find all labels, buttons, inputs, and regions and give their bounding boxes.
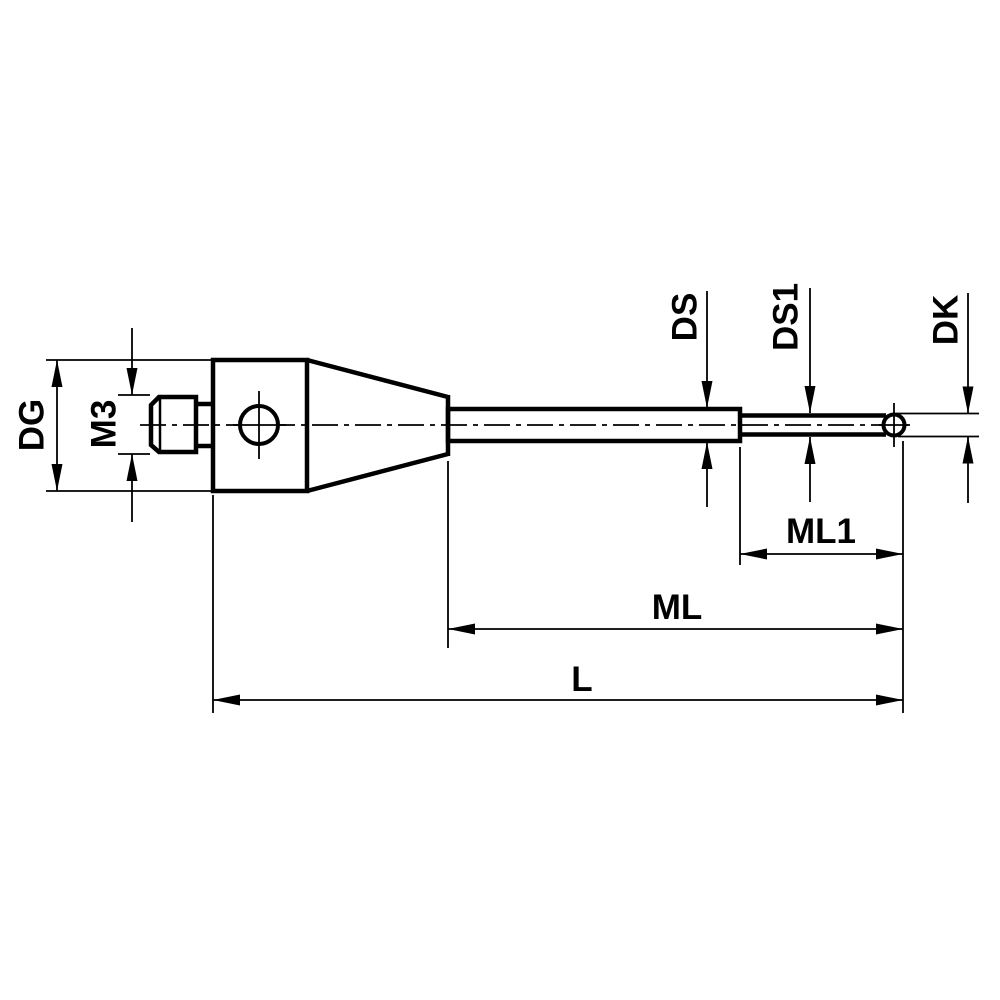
holder-body	[210, 357, 310, 494]
dk-label: DK	[927, 295, 966, 346]
dimension-ds1: DS1	[767, 283, 816, 502]
ml-arrow-left	[448, 623, 475, 635]
dimension-m3: M3	[85, 328, 150, 522]
dimension-ml: ML	[447, 461, 903, 648]
dimension-l: L	[212, 441, 904, 713]
ml1-arrow-right	[876, 548, 903, 560]
ds1-label: DS1	[767, 283, 806, 351]
ds-arrow-down	[701, 381, 713, 408]
ml-label: ML	[652, 588, 703, 627]
l-arrow-left	[213, 694, 240, 706]
dimension-dg: DG	[13, 359, 212, 492]
dk-arrow-down	[962, 386, 974, 414]
ml1-label: ML1	[786, 512, 856, 551]
ds1-arrow-up	[804, 437, 816, 464]
dimension-dk: DK	[896, 293, 979, 503]
dimension-ml1: ML1	[739, 447, 903, 565]
m3-label: M3	[85, 400, 124, 449]
l-arrow-right	[876, 694, 903, 706]
dg-label: DG	[13, 399, 52, 452]
l-label: L	[571, 660, 592, 699]
dg-arrow-up	[51, 360, 63, 387]
dimension-ds: DS	[666, 291, 713, 507]
ds1-arrow-down	[804, 386, 816, 413]
m3-arrow-up	[126, 454, 138, 481]
m3-arrow-down	[126, 368, 138, 395]
ds-arrow-up	[701, 442, 713, 469]
ml1-arrow-left	[740, 548, 767, 560]
ml-arrow-right	[876, 623, 903, 635]
dk-arrow-up	[962, 436, 974, 464]
ds-label: DS	[666, 293, 705, 342]
stem-ds	[445, 406, 743, 444]
dg-arrow-down	[51, 464, 63, 491]
stylus-outline	[148, 357, 910, 494]
